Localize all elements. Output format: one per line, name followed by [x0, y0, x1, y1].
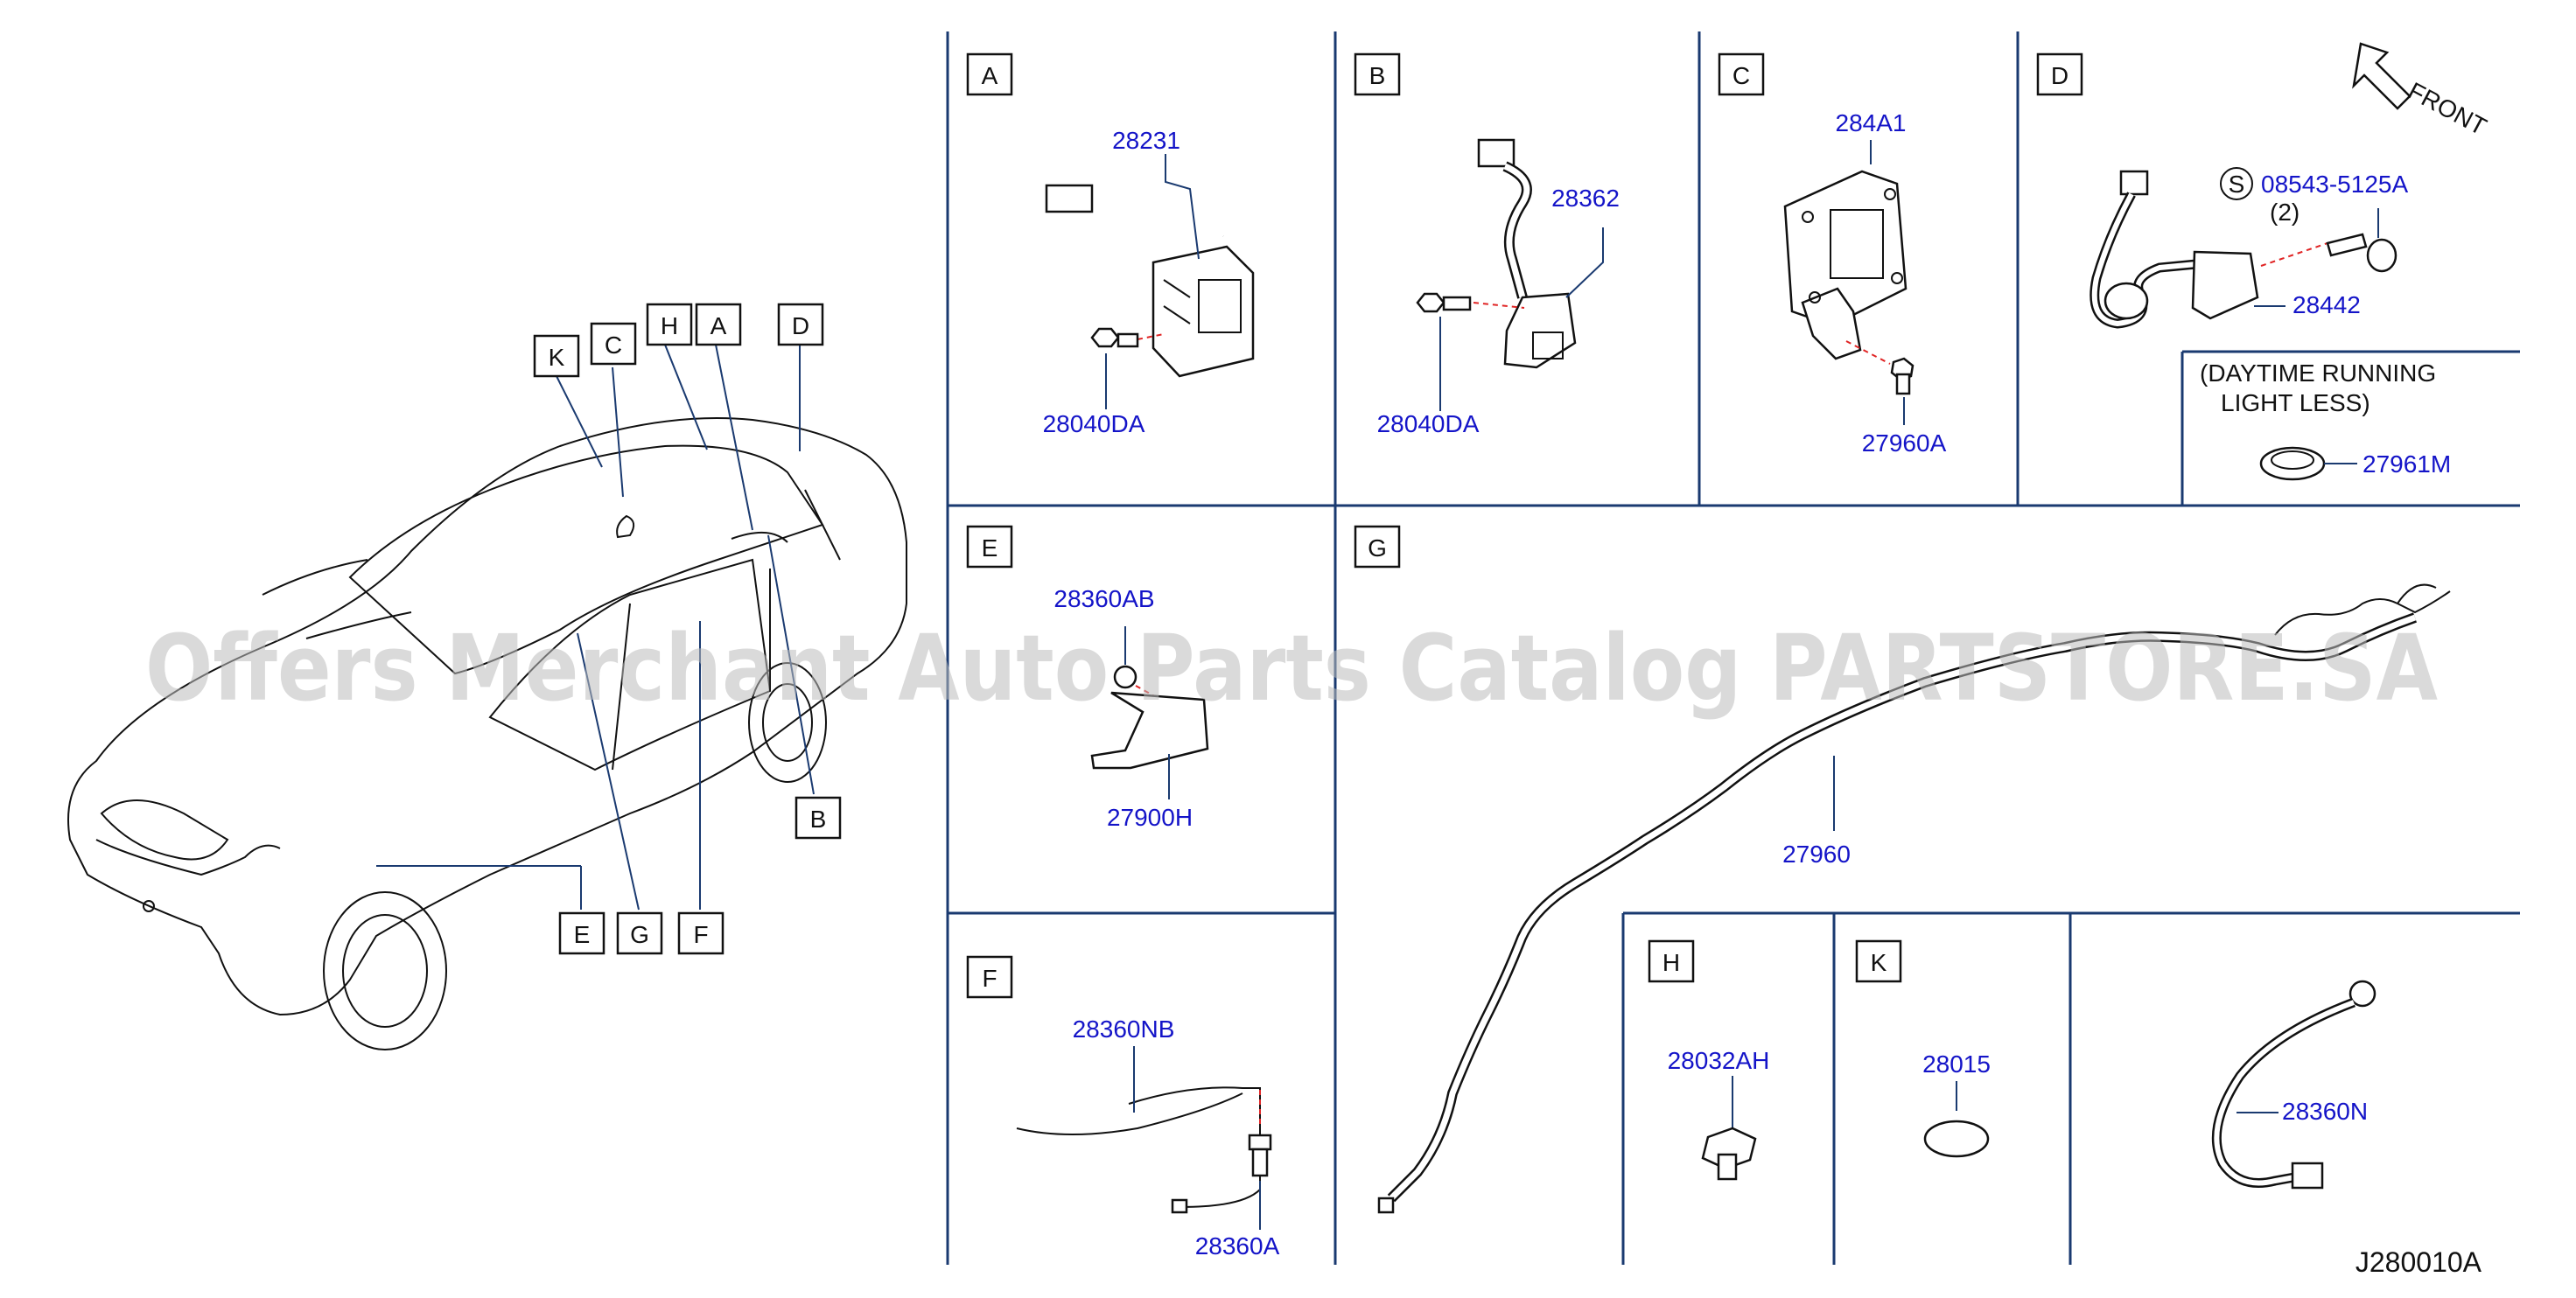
section-k-label: K — [1855, 939, 1902, 983]
section-k-cable: 28360N — [2211, 980, 2376, 1190]
connector-icon — [2119, 170, 2149, 196]
car-callout-g: G — [616, 911, 663, 955]
svg-text:E: E — [982, 534, 998, 562]
svg-text:C: C — [1732, 62, 1750, 89]
part-number-28360N: 28360N — [2282, 1098, 2368, 1125]
svg-text:G: G — [1368, 534, 1387, 562]
section-b-label: B — [1354, 52, 1401, 96]
svg-text:F: F — [982, 965, 997, 992]
note-line-1: (DAYTIME RUNNING — [2200, 359, 2436, 387]
svg-text:G: G — [630, 921, 649, 948]
car-callout-k: K — [533, 334, 580, 378]
svg-text:A: A — [982, 62, 998, 89]
section-g: 27960 — [1377, 583, 2451, 1214]
svg-text:B: B — [1369, 62, 1386, 89]
bolt-icon — [1090, 327, 1120, 348]
svg-text:D: D — [792, 312, 809, 339]
svg-text:H: H — [1662, 949, 1680, 976]
bolt-icon — [1416, 292, 1446, 313]
section-h: 28032AH — [1668, 1047, 1770, 1181]
section-c: 284A1 27960A — [1783, 109, 1947, 457]
svg-text:B: B — [810, 806, 827, 833]
car-callout-d: D — [777, 303, 824, 346]
bolt-symbol-icon — [2220, 167, 2253, 200]
sensor-unit-icon — [2191, 250, 2259, 320]
car-callout-e: E — [558, 911, 606, 955]
section-f: 28360NB 28360A — [1016, 1015, 1280, 1260]
part-number-28360AB: 28360AB — [1054, 585, 1154, 612]
section-d: FRONT S 08543-5125A (2) 28442 (DAYTIME R… — [2090, 42, 2491, 481]
svg-text:H: H — [661, 312, 678, 339]
svg-text:F: F — [693, 921, 708, 948]
svg-text:E: E — [574, 921, 591, 948]
section-d-label: D — [2036, 52, 2083, 96]
section-h-label: H — [1648, 939, 1695, 983]
connector-icon — [1045, 184, 1094, 213]
section-a: 28231 28040DA — [1043, 127, 1255, 437]
svg-text:S: S — [2229, 171, 2245, 198]
car-callout-a: A — [695, 303, 742, 346]
part-number-28360NB: 28360NB — [1073, 1015, 1175, 1043]
part-number-28040DA-b: 28040DA — [1377, 410, 1480, 437]
section-c-label: C — [1718, 52, 1765, 96]
part-number-28360A: 28360A — [1195, 1232, 1280, 1260]
car-callout-h: H — [646, 303, 693, 346]
svg-text:D: D — [2051, 62, 2068, 89]
section-g-label: G — [1354, 525, 1401, 569]
car-callout-c: C — [590, 322, 637, 366]
section-b: 28362 28040DA — [1377, 138, 1620, 437]
front-label: FRONT — [2404, 77, 2491, 141]
svg-text:A: A — [710, 312, 727, 339]
svg-text:C: C — [605, 331, 622, 359]
part-number-27900H: 27900H — [1107, 804, 1193, 831]
svg-text:K: K — [1871, 949, 1887, 976]
section-e-label: E — [966, 525, 1013, 569]
screw-icon — [2326, 233, 2368, 257]
bolt-icon — [1701, 1127, 1757, 1170]
clip-icon — [1113, 665, 1138, 689]
section-e: 28360AB 27900H — [1054, 585, 1209, 831]
quantity-label: (2) — [2270, 199, 2300, 226]
terminal-icon — [2348, 980, 2376, 1008]
part-number-27960: 27960 — [1782, 841, 1851, 868]
bracket-icon — [1090, 691, 1209, 770]
car-callout-f: F — [677, 911, 724, 955]
diagram-code: J280010A — [2356, 1246, 2482, 1278]
part-number-08543-5125A: 08543-5125A — [2261, 171, 2408, 198]
section-f-label: F — [966, 955, 1013, 999]
sensor-unit-icon — [1503, 292, 1577, 369]
section-k: 28015 — [1922, 1050, 1991, 1158]
camera-module-icon — [1152, 245, 1255, 378]
part-number-28231: 28231 — [1112, 127, 1180, 154]
part-number-28442: 28442 — [2292, 291, 2361, 318]
part-number-28040DA: 28040DA — [1043, 410, 1145, 437]
part-number-28362: 28362 — [1551, 185, 1620, 212]
car-leaders — [376, 344, 815, 911]
panel-grid — [946, 31, 2520, 1265]
grommet-icon — [2259, 446, 2326, 481]
note-line-2: LIGHT LESS) — [2221, 389, 2370, 416]
part-number-27960A: 27960A — [1862, 429, 1947, 457]
part-number-28015: 28015 — [1922, 1050, 1991, 1078]
front-arrow-icon — [2352, 42, 2412, 110]
car-callout-b: B — [794, 796, 842, 840]
watermark: Offers Merchant Auto Parts Catalog PARTS… — [145, 615, 2438, 722]
section-a-label: A — [966, 52, 1013, 96]
part-number-27961M: 27961M — [2362, 450, 2451, 478]
bolt-icon — [1248, 1134, 1272, 1151]
connector-icon — [2291, 1162, 2324, 1190]
plug-icon — [1923, 1120, 1990, 1158]
part-number-28032AH: 28032AH — [1668, 1047, 1770, 1074]
part-number-284A1: 284A1 — [1836, 109, 1907, 136]
svg-text:K: K — [549, 344, 565, 371]
car-illustration — [67, 417, 907, 1050]
